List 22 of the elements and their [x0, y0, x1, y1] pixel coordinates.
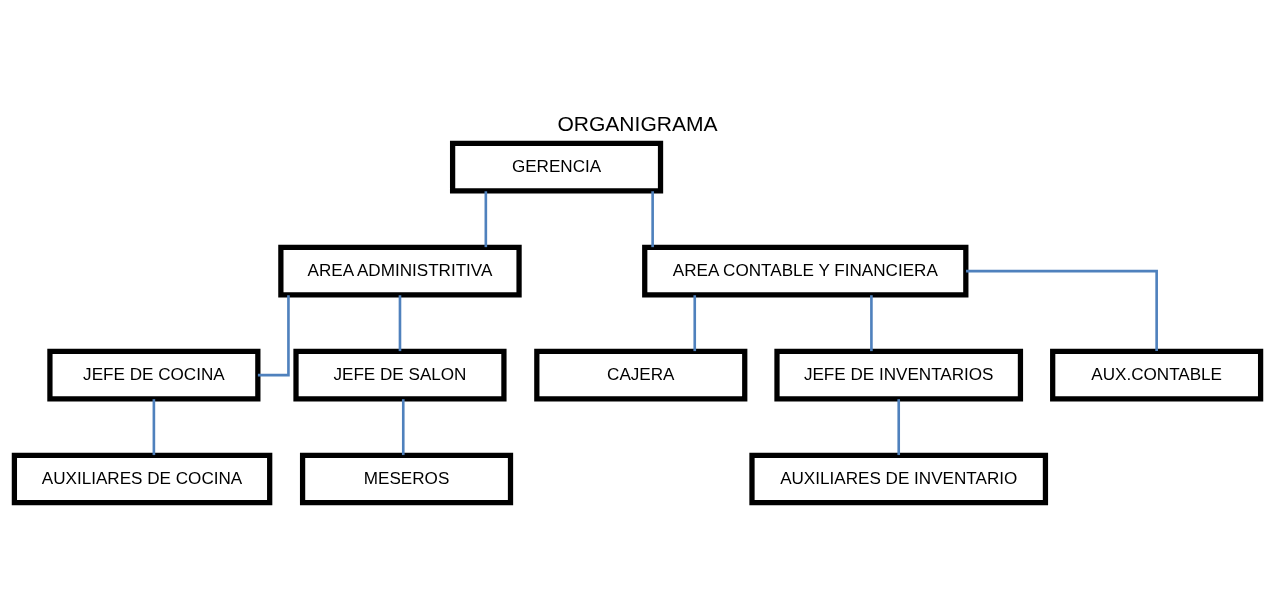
- connector: [484, 190, 488, 247]
- node-box: JEFE DE INVENTARIOS: [774, 348, 1024, 401]
- node-box: AREA CONTABLE Y FINANCIERA: [642, 244, 969, 297]
- node-box: JEFE DE COCINA: [47, 348, 261, 401]
- node-box: GERENCIA: [450, 140, 664, 193]
- diagram-title: ORGANIGRAMA: [557, 111, 718, 135]
- connector: [152, 398, 156, 455]
- node-box: AUX.CONTABLE: [1050, 348, 1264, 401]
- connector: [897, 398, 901, 455]
- node-box: CAJERA: [534, 348, 748, 401]
- node-box: AUXILIARES DE INVENTARIO: [749, 452, 1049, 505]
- node-box: AREA ADMINISTRITIVA: [278, 244, 522, 297]
- node-box: JEFE DE SALON: [293, 348, 507, 401]
- connector: [398, 294, 402, 351]
- connector: [651, 190, 654, 247]
- connector: [693, 294, 697, 351]
- connector: [966, 269, 1158, 351]
- node-box: AUXILIARES DE COCINA: [11, 452, 273, 505]
- connector: [257, 294, 290, 376]
- connector: [870, 294, 873, 351]
- connector: [401, 398, 405, 455]
- node-box: MESEROS: [299, 452, 514, 505]
